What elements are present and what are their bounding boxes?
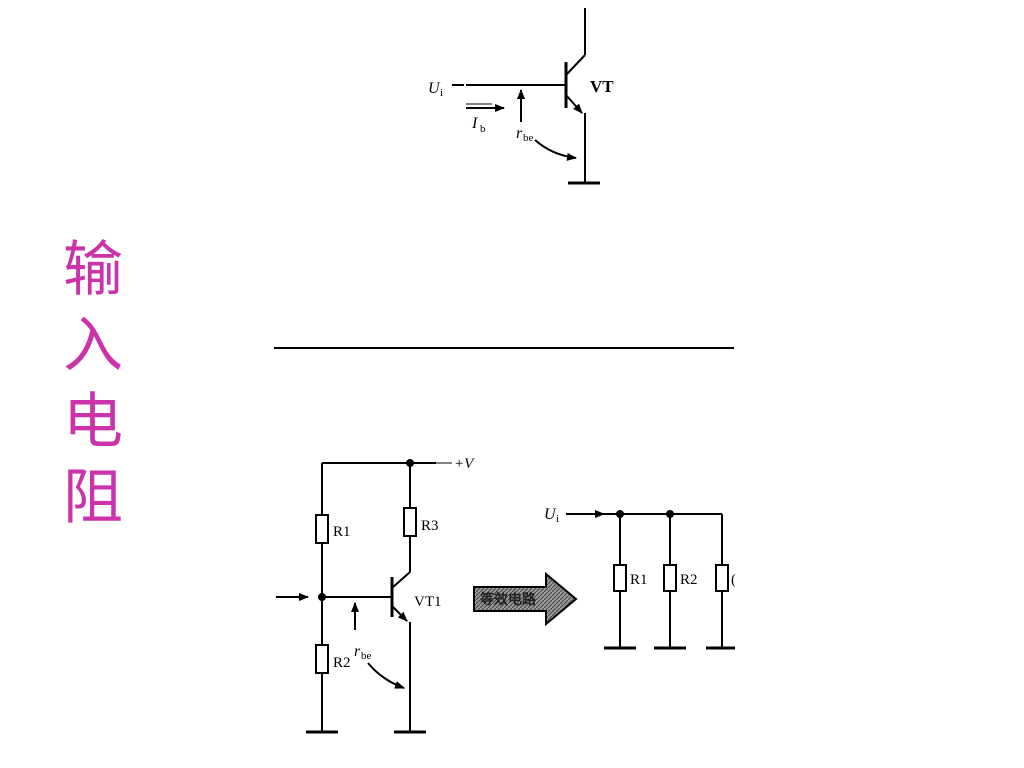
equivalent-arrow <box>473 571 578 627</box>
top-rbe-sub: be <box>523 132 534 144</box>
bias-rbe-label: r <box>354 643 361 660</box>
eq-r1-label: R1 <box>630 572 648 588</box>
side-title-char-1: 输 <box>63 235 123 305</box>
transistor-collector-lead <box>565 54 586 76</box>
equivalent-arrow-label: 等效电路 <box>480 591 537 608</box>
top-current-label: I <box>471 115 478 132</box>
r2-resistor <box>315 644 329 674</box>
transistor-emitter-lead <box>565 94 583 114</box>
supply-label: +V <box>454 456 475 472</box>
side-title-char-2: 入 <box>63 311 123 381</box>
bias-rbe-curved-arrow <box>367 662 405 689</box>
r1-resistor <box>315 514 329 544</box>
vt1-emitter-lead <box>391 605 408 622</box>
side-title-char-4: 阻 <box>63 463 123 533</box>
eq-input-label: U <box>544 506 557 523</box>
eq-r3-resistor <box>715 564 729 592</box>
top-circuit <box>466 8 600 185</box>
rbe-curved-arrow <box>534 139 577 161</box>
eq-input-sub: i <box>556 513 559 525</box>
eq-r1-resistor <box>613 564 627 592</box>
eq-r2-label: R2 <box>680 572 698 588</box>
equivalent-circuit <box>566 510 736 650</box>
top-current-sub: b <box>480 123 486 135</box>
bias-rbe-sub: be <box>361 650 372 662</box>
side-title: 输 入 电 阻 <box>58 232 128 536</box>
clip-mask <box>735 490 775 670</box>
eq-r2-resistor <box>663 564 677 592</box>
top-transistor-label: VT <box>590 77 614 96</box>
top-input-label: U <box>428 80 441 97</box>
top-rbe-label: r <box>516 125 523 142</box>
side-title-char-3: 电 <box>63 387 123 457</box>
r3-resistor <box>403 507 417 537</box>
vt1-collector-lead <box>391 571 411 589</box>
bias-circuit <box>276 459 452 734</box>
r1-label: R1 <box>333 524 351 540</box>
eq-r3-partial-label: ( <box>731 572 736 588</box>
vt1-label: VT1 <box>414 594 442 610</box>
r2-label: R2 <box>333 655 351 671</box>
top-input-sub: i <box>440 87 443 99</box>
r3-label: R3 <box>421 518 439 534</box>
